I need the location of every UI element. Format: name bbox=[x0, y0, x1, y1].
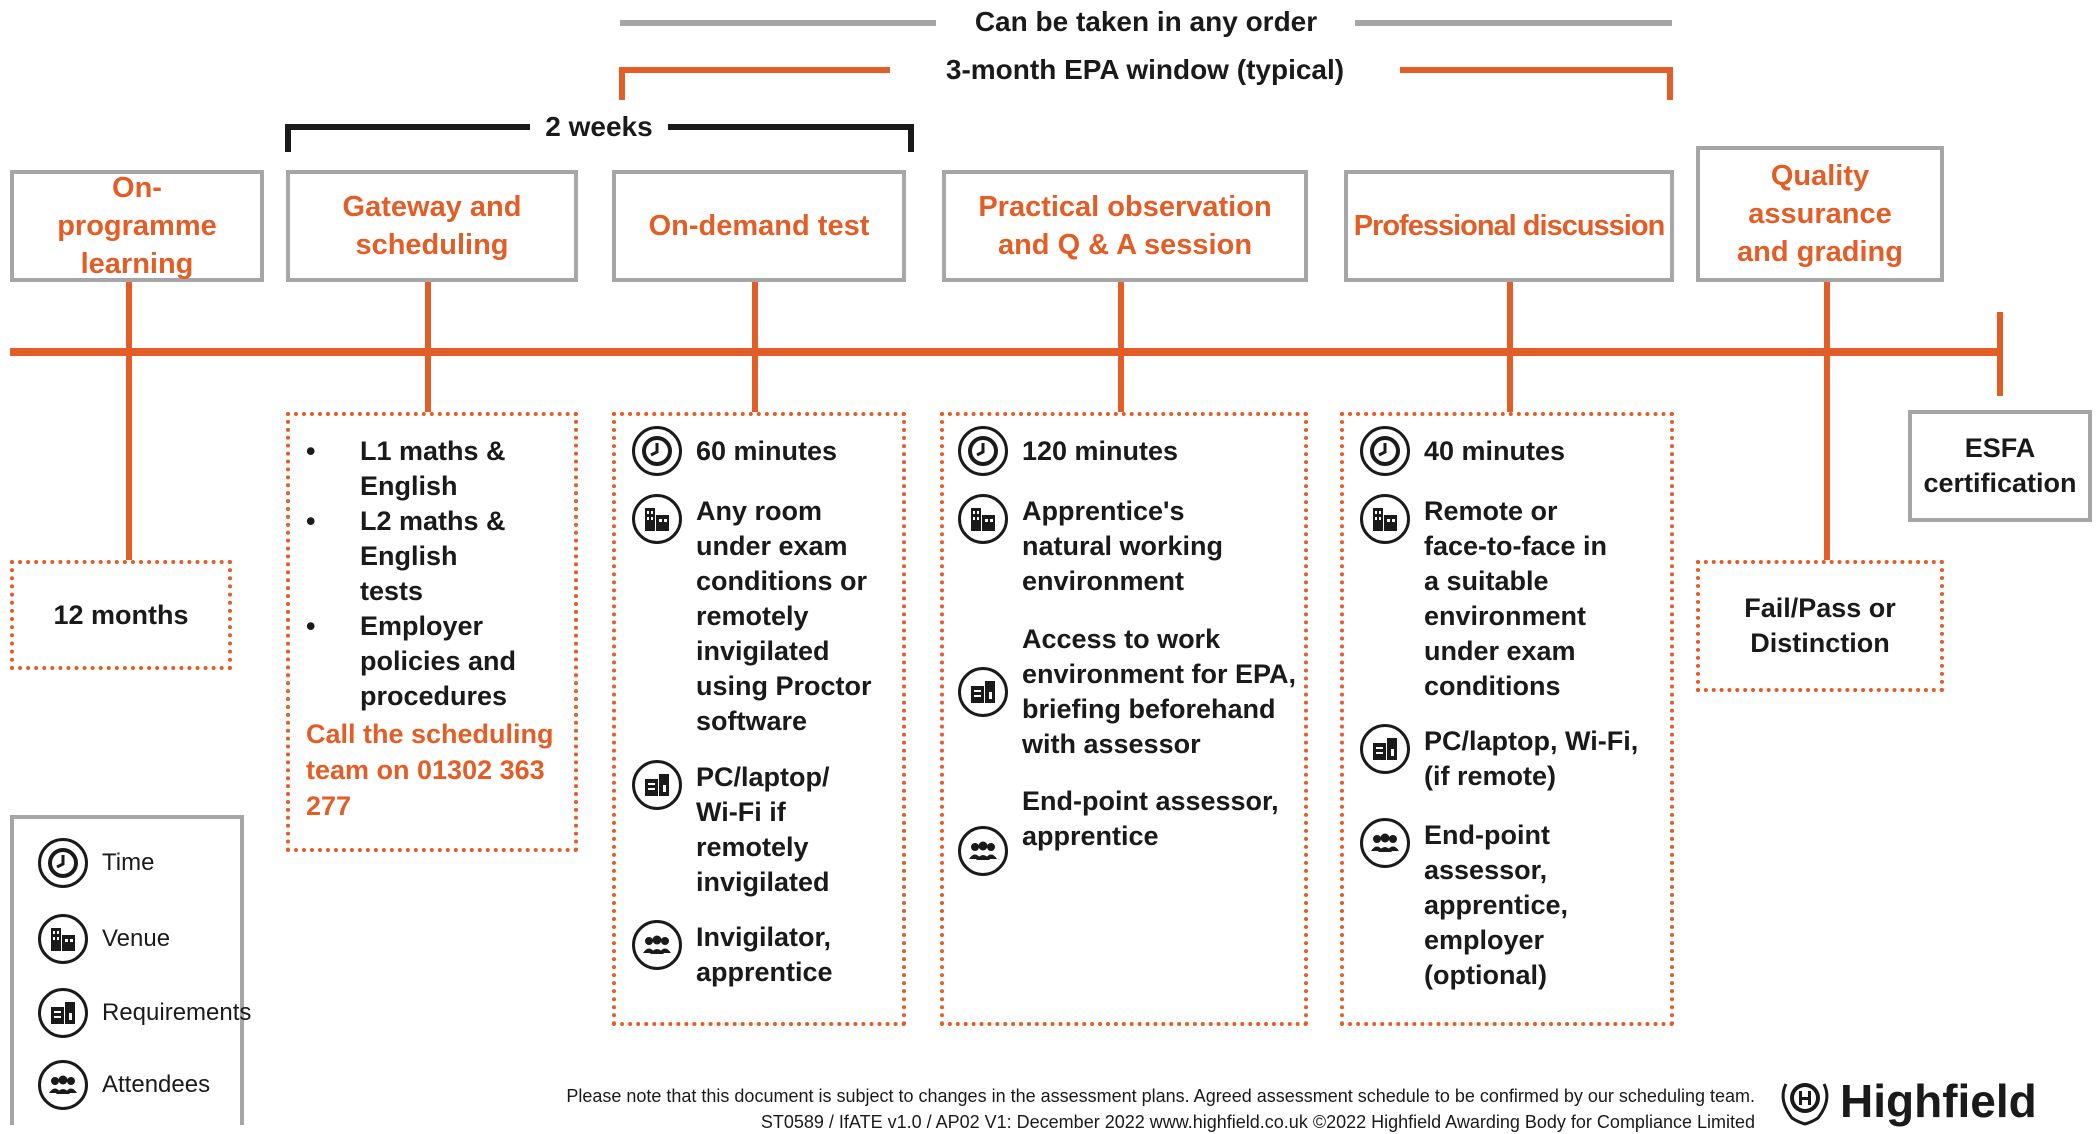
stage-quality: Quality assurance and grading bbox=[1696, 146, 1944, 282]
stage-on-demand: On-demand test bbox=[612, 170, 906, 282]
stage-practical-label: Practical observation and Q & A session bbox=[978, 191, 1272, 261]
footer-reference: ST0589 / IfATE v1.0 / AP02 V1: December … bbox=[760, 1112, 1755, 1132]
epa-window-bracket-left bbox=[619, 67, 890, 100]
professional-requirements: PC/laptop, Wi-Fi, (if remote) bbox=[1424, 726, 1639, 791]
stage-quality-label: Quality assurance and grading bbox=[1737, 160, 1903, 268]
bullet-dot: • bbox=[306, 436, 316, 466]
clock-icon bbox=[1360, 426, 1410, 476]
stage-on-programme: On-programme learning bbox=[10, 170, 264, 282]
on-demand-venue: Any room under exam conditions or remote… bbox=[696, 496, 872, 736]
attendees-icon bbox=[958, 826, 1008, 876]
requirements-icon bbox=[958, 667, 1008, 717]
clock-icon bbox=[958, 426, 1008, 476]
bullet-dot: • bbox=[306, 506, 316, 536]
stage-gateway: Gateway and scheduling bbox=[286, 170, 578, 282]
professional-time: 40 minutes bbox=[1424, 436, 1566, 466]
building-icon bbox=[1360, 494, 1410, 544]
professional-requirements-row: PC/laptop, Wi-Fi, (if remote) bbox=[1360, 724, 1654, 794]
practical-attendees: End-point assessor, apprentice bbox=[1022, 786, 1279, 851]
gateway-bullet-item: • L2 maths & English tests bbox=[300, 504, 560, 609]
on-demand-attendees-row: Invigilator, apprentice bbox=[632, 920, 856, 990]
legend-requirements-label: Requirements bbox=[102, 999, 252, 1026]
legend-venue: Venue bbox=[38, 914, 170, 964]
practical-requirements-row: Access to work environment for EPA, brie… bbox=[958, 622, 1312, 762]
gateway-bullet-text: L2 maths & English tests bbox=[360, 506, 506, 606]
building-icon bbox=[958, 494, 1008, 544]
stage-professional: Professional discussion bbox=[1344, 170, 1674, 282]
stage-on-programme-label: On-programme learning bbox=[57, 172, 217, 280]
bullet-dot: • bbox=[306, 611, 316, 641]
building-icon bbox=[632, 494, 682, 544]
stage-practical: Practical observation and Q & A session bbox=[942, 170, 1308, 282]
legend-venue-label: Venue bbox=[102, 925, 171, 952]
requirements-icon bbox=[1360, 724, 1410, 774]
gateway-bullet-text: L1 maths & English bbox=[360, 436, 506, 501]
quality-detail: Fail/Pass or Distinction bbox=[1696, 560, 1944, 692]
professional-venue: Remote or face-to-face in a suitable env… bbox=[1424, 496, 1608, 701]
gateway-bullets: • L1 maths & English • L2 maths & Englis… bbox=[300, 434, 560, 714]
building-icon bbox=[38, 914, 88, 964]
on-demand-time: 60 minutes bbox=[696, 436, 838, 466]
stage-on-demand-label: On-demand test bbox=[648, 210, 870, 242]
footer-note: Please note that this document is subjec… bbox=[566, 1086, 1755, 1106]
practical-venue: Apprentice's natural working environment bbox=[1022, 496, 1224, 596]
stage-gateway-label: Gateway and scheduling bbox=[342, 191, 522, 261]
practical-time: 120 minutes bbox=[1022, 436, 1179, 466]
epa-window-bracket-right bbox=[1400, 67, 1673, 100]
on-demand-attendees: Invigilator, apprentice bbox=[696, 922, 833, 987]
two-weeks-bracket-left bbox=[285, 124, 530, 152]
gateway-call-scheduling: Call the scheduling team on 01302 363 27… bbox=[306, 719, 554, 821]
on-demand-requirements-row: PC/laptop/ Wi-Fi if remotely invigilated bbox=[632, 760, 846, 900]
clock-icon bbox=[632, 426, 682, 476]
clock-icon bbox=[38, 838, 88, 888]
practical-attendees-row: End-point assessor, apprentice bbox=[958, 784, 1292, 876]
highfield-crest-icon bbox=[1781, 1083, 1829, 1126]
epa-window-label: 3-month EPA window (typical) bbox=[945, 54, 1345, 85]
on-demand-requirements: PC/laptop/ Wi-Fi if remotely invigilated bbox=[696, 762, 830, 897]
any-order-label: Can be taken in any order bbox=[974, 6, 1318, 37]
quality-grades: Fail/Pass or Distinction bbox=[1744, 593, 1896, 658]
two-weeks-label: 2 weeks bbox=[545, 111, 653, 142]
professional-attendees: End-point assessor, apprentice, employer… bbox=[1424, 820, 1569, 990]
legend-time-label: Time bbox=[102, 849, 155, 876]
two-weeks-bracket-right bbox=[668, 124, 914, 152]
on-programme-detail: 12 months bbox=[10, 560, 232, 670]
on-demand-venue-row: Any room under exam conditions or remote… bbox=[632, 494, 886, 739]
stage-esfa: ESFA certification bbox=[1908, 410, 2092, 522]
legend-time: Time bbox=[38, 838, 154, 888]
legend-attendees: Attendees bbox=[38, 1060, 210, 1110]
legend-requirements: Requirements bbox=[38, 988, 251, 1038]
attendees-icon bbox=[38, 1060, 88, 1110]
timeline-brackets bbox=[285, 20, 1673, 152]
gateway-bullet-item: • L1 maths & English bbox=[300, 434, 560, 504]
practical-venue-row: Apprentice's natural working environment bbox=[958, 494, 1252, 599]
requirements-icon bbox=[38, 988, 88, 1038]
attendees-icon bbox=[632, 920, 682, 970]
stage-professional-label: Professional discussion bbox=[1353, 210, 1666, 242]
requirements-icon bbox=[632, 760, 682, 810]
on-demand-time-row: 60 minutes bbox=[632, 426, 837, 476]
stage-esfa-label: ESFA certification bbox=[1923, 433, 2077, 498]
highfield-wordmark: Highfield bbox=[1840, 1075, 2037, 1127]
attendees-icon bbox=[1360, 818, 1410, 868]
on-programme-duration: 12 months bbox=[53, 599, 189, 630]
practical-time-row: 120 minutes bbox=[958, 426, 1178, 476]
highfield-logo: Highfield bbox=[1776, 1076, 2037, 1126]
gateway-bullet-item: • Employer policies and procedures bbox=[300, 609, 560, 714]
professional-time-row: 40 minutes bbox=[1360, 426, 1565, 476]
professional-venue-row: Remote or face-to-face in a suitable env… bbox=[1360, 494, 1624, 704]
professional-attendees-row: End-point assessor, apprentice, employer… bbox=[1360, 818, 1584, 993]
gateway-detail bbox=[286, 412, 578, 852]
gateway-bullet-text: Employer policies and procedures bbox=[360, 611, 517, 711]
practical-requirements: Access to work environment for EPA, brie… bbox=[1022, 624, 1297, 759]
legend-attendees-label: Attendees bbox=[102, 1071, 211, 1098]
